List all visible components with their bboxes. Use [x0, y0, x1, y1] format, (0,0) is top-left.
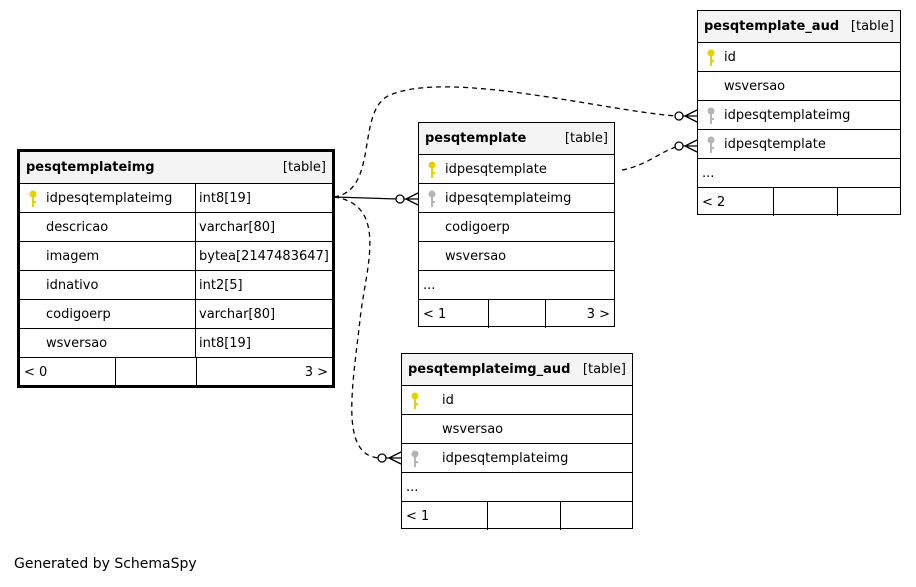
column-row[interactable]: codigoerp — [419, 213, 614, 242]
column-name: descricao — [46, 219, 109, 235]
link-end-crowfoot — [404, 192, 419, 206]
table-header: pesqtemplate [table] — [419, 123, 614, 155]
foreign-key-icon — [428, 190, 436, 207]
column-type: bytea[2147483647] — [199, 248, 329, 264]
column-row[interactable]: imagem bytea[2147483647] — [20, 242, 332, 271]
column-row[interactable]: idpesqtemplateimg int8[19] — [20, 184, 332, 213]
children-count[interactable] — [838, 188, 900, 216]
footer-middle — [488, 502, 561, 530]
parents-count[interactable]: < 0 — [20, 358, 116, 386]
table-footer: < 0 3 > — [20, 358, 332, 386]
column-name: imagem — [46, 248, 100, 264]
column-name: idpesqtemplateimg — [445, 190, 572, 206]
children-count[interactable]: 3 > — [304, 364, 328, 380]
column-name: idpesqtemplateimg — [46, 190, 173, 206]
column-name: wsversao — [445, 248, 507, 264]
table-pesqtemplate-aud[interactable]: pesqtemplate_aud [table] id wsversao idp… — [697, 10, 901, 216]
column-row[interactable]: codigoerp varchar[80] — [20, 300, 332, 329]
link-img-to-img-aud — [333, 196, 380, 459]
children-count[interactable] — [561, 502, 632, 530]
link-end-circle — [395, 194, 405, 204]
foreign-key-icon — [707, 107, 715, 124]
table-pesqtemplateimg-aud[interactable]: pesqtemplateimg_aud [table] id wsversao … — [401, 353, 633, 530]
table-kind: [table] — [564, 131, 608, 146]
column-name: idnativo — [46, 277, 99, 293]
column-name: idpesqtemplateimg — [442, 450, 569, 466]
column-row[interactable]: id — [698, 43, 900, 72]
table-header: pesqtemplateimg_aud [table] — [402, 354, 632, 386]
column-type: int2[5] — [199, 277, 243, 293]
table-kind: [table] — [282, 160, 326, 175]
primary-key-icon — [411, 392, 419, 409]
column-name: wsversao — [46, 335, 108, 351]
table-footer: < 1 — [402, 502, 632, 530]
parents-count[interactable]: < 2 — [698, 188, 774, 216]
generated-by-label: Generated by SchemaSpy — [14, 556, 197, 572]
column-name: wsversao — [442, 421, 504, 437]
table-name: pesqtemplateimg — [26, 160, 155, 175]
parents-count[interactable]: < 1 — [402, 502, 488, 530]
column-name: codigoerp — [445, 219, 510, 235]
table-pesqtemplate[interactable]: pesqtemplate [table] idpesqtemplate idpe… — [418, 122, 615, 328]
table-footer: < 1 3 > — [419, 300, 614, 328]
foreign-key-icon — [411, 450, 419, 467]
table-footer: < 2 — [698, 188, 900, 216]
footer-middle — [116, 358, 197, 386]
column-row[interactable]: idpesqtemplate — [698, 130, 900, 159]
column-name: idpesqtemplate — [445, 161, 547, 177]
column-row[interactable]: id — [402, 386, 632, 415]
column-type: int8[19] — [199, 335, 251, 351]
column-row[interactable]: idpesqtemplateimg — [402, 444, 632, 473]
table-name: pesqtemplate_aud — [704, 19, 840, 34]
column-name: codigoerp — [46, 306, 111, 322]
table-pesqtemplateimg[interactable]: pesqtemplateimg [table] idpesqtemplateim… — [17, 149, 335, 388]
footer-middle — [489, 300, 546, 328]
table-name: pesqtemplate — [425, 131, 527, 146]
column-row[interactable]: descricao varchar[80] — [20, 213, 332, 242]
link-end-crowfoot — [683, 109, 698, 123]
column-row[interactable]: idpesqtemplateimg — [419, 184, 614, 213]
column-row[interactable]: idpesqtemplate — [419, 155, 614, 184]
table-header: pesqtemplate_aud [table] — [698, 11, 900, 43]
link-end-crowfoot — [683, 139, 698, 153]
primary-key-icon — [707, 49, 715, 66]
table-kind: [table] — [582, 362, 626, 377]
column-name: wsversao — [724, 78, 786, 94]
column-type: int8[19] — [199, 190, 251, 206]
primary-key-icon — [29, 190, 37, 207]
column-row[interactable]: idnativo int2[5] — [20, 271, 332, 300]
table-header: pesqtemplateimg [table] — [20, 152, 332, 184]
column-name: id — [724, 49, 736, 65]
link-end-circle — [377, 453, 387, 463]
primary-key-icon — [428, 161, 436, 178]
table-name: pesqtemplateimg_aud — [408, 362, 571, 377]
link-img-to-template — [333, 196, 399, 200]
column-row[interactable]: wsversao — [419, 242, 614, 271]
more-columns: ... — [419, 271, 614, 300]
link-img-to-template-aud — [333, 86, 677, 198]
link-end-circle — [674, 141, 684, 151]
column-type: varchar[80] — [199, 306, 276, 322]
column-row[interactable]: idpesqtemplateimg — [698, 101, 900, 130]
table-kind: [table] — [850, 19, 894, 34]
column-type: varchar[80] — [199, 219, 276, 235]
column-row[interactable]: wsversao — [698, 72, 900, 101]
more-columns: ... — [402, 473, 632, 502]
foreign-key-icon — [707, 136, 715, 153]
more-columns: ... — [698, 159, 900, 188]
children-count[interactable]: 3 > — [586, 306, 610, 322]
footer-middle — [774, 188, 838, 216]
link-end-circle — [674, 111, 684, 121]
column-row[interactable]: wsversao int8[19] — [20, 329, 332, 358]
parents-count[interactable]: < 1 — [419, 300, 489, 328]
column-name: id — [442, 392, 454, 408]
link-end-crowfoot — [386, 451, 402, 465]
column-name: idpesqtemplate — [724, 136, 826, 152]
column-name: idpesqtemplateimg — [724, 107, 851, 123]
column-row[interactable]: wsversao — [402, 415, 632, 444]
link-template-to-template-aud — [621, 146, 677, 171]
